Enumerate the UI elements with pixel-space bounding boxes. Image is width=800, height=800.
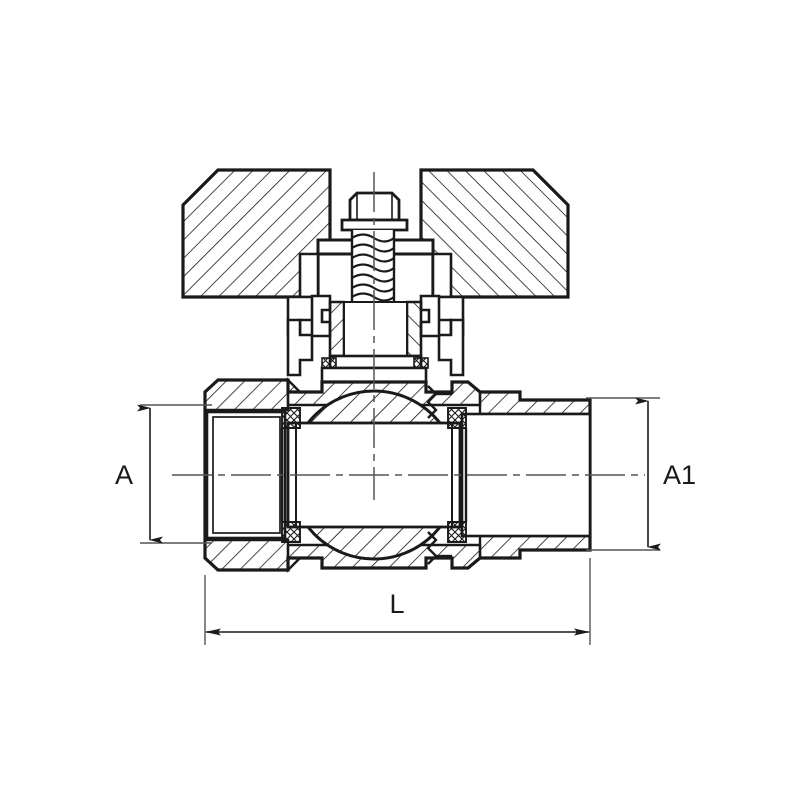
handle-hub-left: [298, 252, 320, 299]
dimension-A-label: A: [115, 460, 133, 490]
packing-gland-plate: [328, 354, 423, 370]
dimension-A1-label: A1: [663, 460, 696, 490]
bonnet-nut-left: [286, 318, 314, 377]
left-port-wall-lower: [203, 538, 290, 572]
ball-seat-downstream-lower: [447, 521, 467, 543]
stem-wall-right: [405, 300, 423, 358]
end-cap-serrated-joint: [426, 385, 452, 565]
serration-lower: [426, 531, 438, 565]
gland-collar-left: [310, 294, 332, 338]
stem-packing-left: [321, 357, 337, 369]
dimension-A: A: [115, 404, 212, 544]
serration-upper: [426, 385, 438, 419]
dimension-A1: A1: [586, 397, 696, 551]
ball-seat-upstream-lower: [281, 521, 301, 543]
ball-seat-upstream-upper: [281, 407, 301, 429]
centerlines: [172, 172, 645, 500]
ball-seat-downstream-upper: [447, 407, 467, 429]
stem-bore: [343, 301, 408, 357]
bonnet-nut-right: [437, 318, 465, 377]
handle-hub-right: [431, 252, 453, 299]
dimension-L-label: L: [389, 589, 404, 619]
bolt-threaded-shank: [350, 230, 396, 302]
gland-collar-right: [419, 294, 441, 338]
stem-wall-left: [328, 300, 346, 358]
left-port-wall-upper: [203, 378, 290, 412]
stem-packing-right: [413, 357, 429, 369]
dimension-L: L: [204, 558, 591, 645]
